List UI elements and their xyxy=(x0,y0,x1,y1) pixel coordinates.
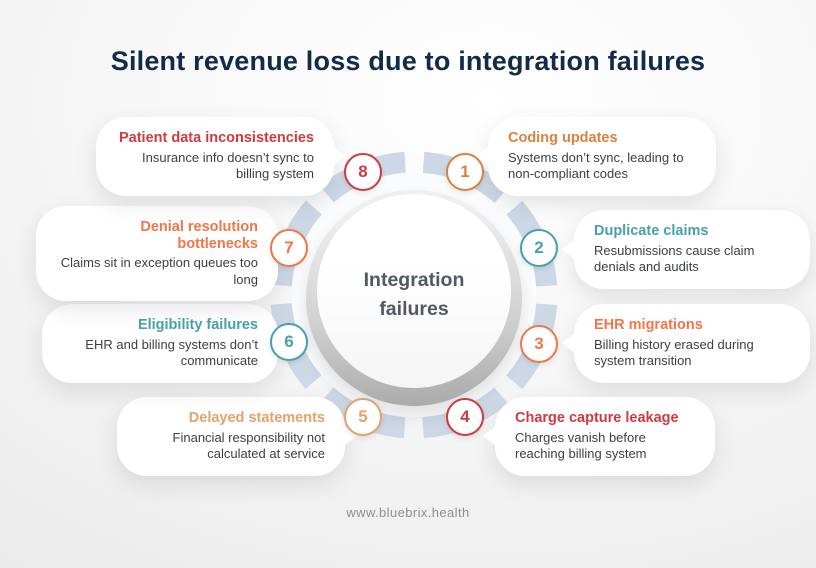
callout-description: Insurance info doesn’t sync to billing s… xyxy=(142,149,314,182)
page-title: Silent revenue loss due to integration f… xyxy=(110,46,706,76)
callout-description: Financial responsibility not calculated … xyxy=(172,429,325,462)
callout-title: EHR migrations xyxy=(594,317,703,333)
callout-title: Patient data inconsistencies xyxy=(118,130,314,146)
callout-coding-updates: Coding updates Systems don’t sync, leadi… xyxy=(488,117,716,196)
callout-title: Eligibility failures xyxy=(137,317,258,333)
center-circle xyxy=(317,194,511,388)
step-circle-3: 3 xyxy=(520,325,558,363)
callout-eligibility-failures: Eligibility failures EHR and billing sys… xyxy=(42,304,278,383)
callout-title: Charge capture leakage xyxy=(515,410,679,426)
callout-ehr-migrations: EHR migrations Billing history erased du… xyxy=(574,304,810,383)
callout-description: EHR and billing systems don’t communicat… xyxy=(85,336,258,369)
callout-delayed-statements: Delayed statements Financial responsibil… xyxy=(117,397,345,476)
step-circle-1: 1 xyxy=(446,153,484,191)
callout-denial-resolution-bottlenecks: Denial resolution bottlenecks Claims sit… xyxy=(36,206,278,302)
callout-title: Coding updates xyxy=(508,130,618,146)
center-label-line2: failures xyxy=(379,298,449,320)
callout-patient-data-inconsistencies: Patient data inconsistencies Insurance i… xyxy=(96,117,334,196)
center-label-line1: Integration xyxy=(363,269,465,291)
segmented-ring xyxy=(270,151,558,439)
callout-description: Billing history erased during system tra… xyxy=(594,336,754,369)
step-circle-4: 4 xyxy=(446,398,484,436)
callout-description: Systems don’t sync, leading to non-compl… xyxy=(508,149,684,182)
step-circle-2: 2 xyxy=(520,229,558,267)
callout-charge-capture-leakage: Charge capture leakage Charges vanish be… xyxy=(495,397,715,476)
step-circle-5: 5 xyxy=(344,398,382,436)
callout-description: Claims sit in exception queues too long xyxy=(60,255,258,287)
step-circle-6: 6 xyxy=(270,323,308,361)
callout-title: Duplicate claims xyxy=(594,223,709,239)
website-url: www.bluebrix.health xyxy=(346,505,470,520)
callout-duplicate-claims: Duplicate claims Resubmissions cause cla… xyxy=(574,210,810,289)
center-label: Integration failures xyxy=(314,266,514,324)
step-circle-8: 8 xyxy=(344,153,382,191)
callout-title: Delayed statements xyxy=(188,410,325,426)
callout-description: Resubmissions cause claim denials and au… xyxy=(594,242,755,275)
step-circle-7: 7 xyxy=(270,229,308,267)
callout-title: Denial resolution bottlenecks xyxy=(140,219,258,252)
callout-description: Charges vanish before reaching billing s… xyxy=(515,429,647,462)
